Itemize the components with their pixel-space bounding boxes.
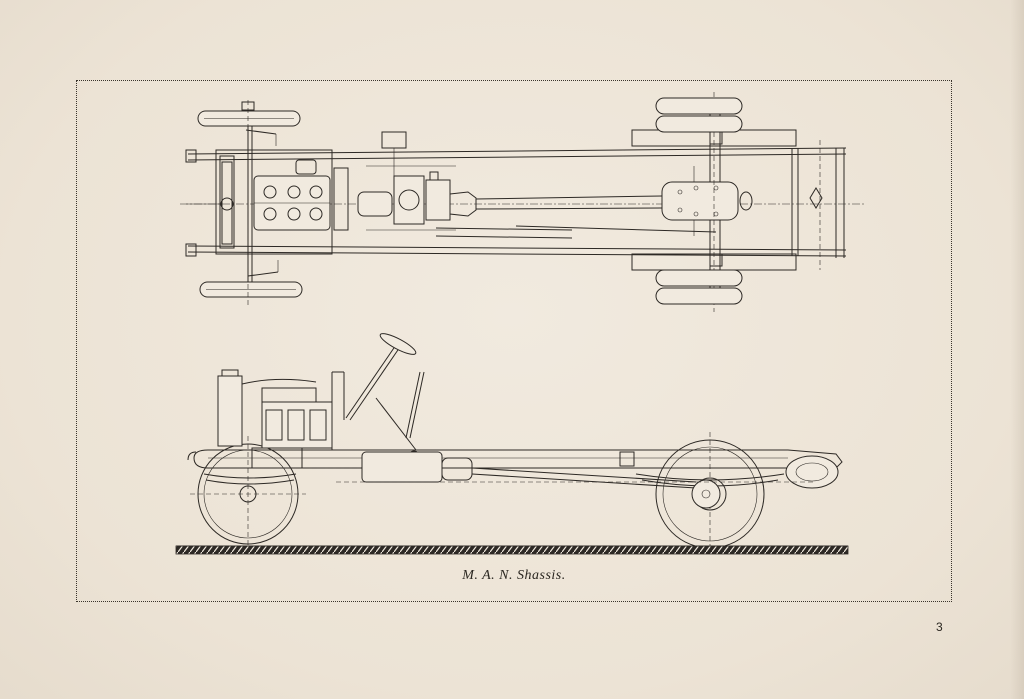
front-wheel-side: [190, 436, 306, 550]
figure-caption: M. A. N. Shassis.: [462, 568, 566, 583]
engine-side: [216, 369, 406, 469]
rear-cross-member-plan: [791, 140, 823, 270]
engine-plan: [253, 159, 349, 231]
technical-drawing: [175, 92, 866, 555]
propeller-shaft-plan: [435, 191, 717, 239]
gearbox-plan: [357, 131, 456, 231]
front-axle-plan: [197, 100, 303, 308]
chassis-side-elevation-drawing: [175, 333, 849, 555]
radiator-plan: [186, 161, 234, 245]
steering-side: [345, 333, 425, 462]
chassis-plan-view-drawing: [180, 92, 866, 312]
hatched-ground-line: [175, 545, 849, 555]
frame-rail-side: [187, 449, 843, 489]
page-gutter-shadow: [1010, 0, 1024, 699]
plate-border: [76, 80, 952, 602]
drivetrain-side: [336, 451, 816, 509]
rear-wheels-plan: [655, 97, 743, 305]
page-number: 3: [936, 620, 943, 634]
